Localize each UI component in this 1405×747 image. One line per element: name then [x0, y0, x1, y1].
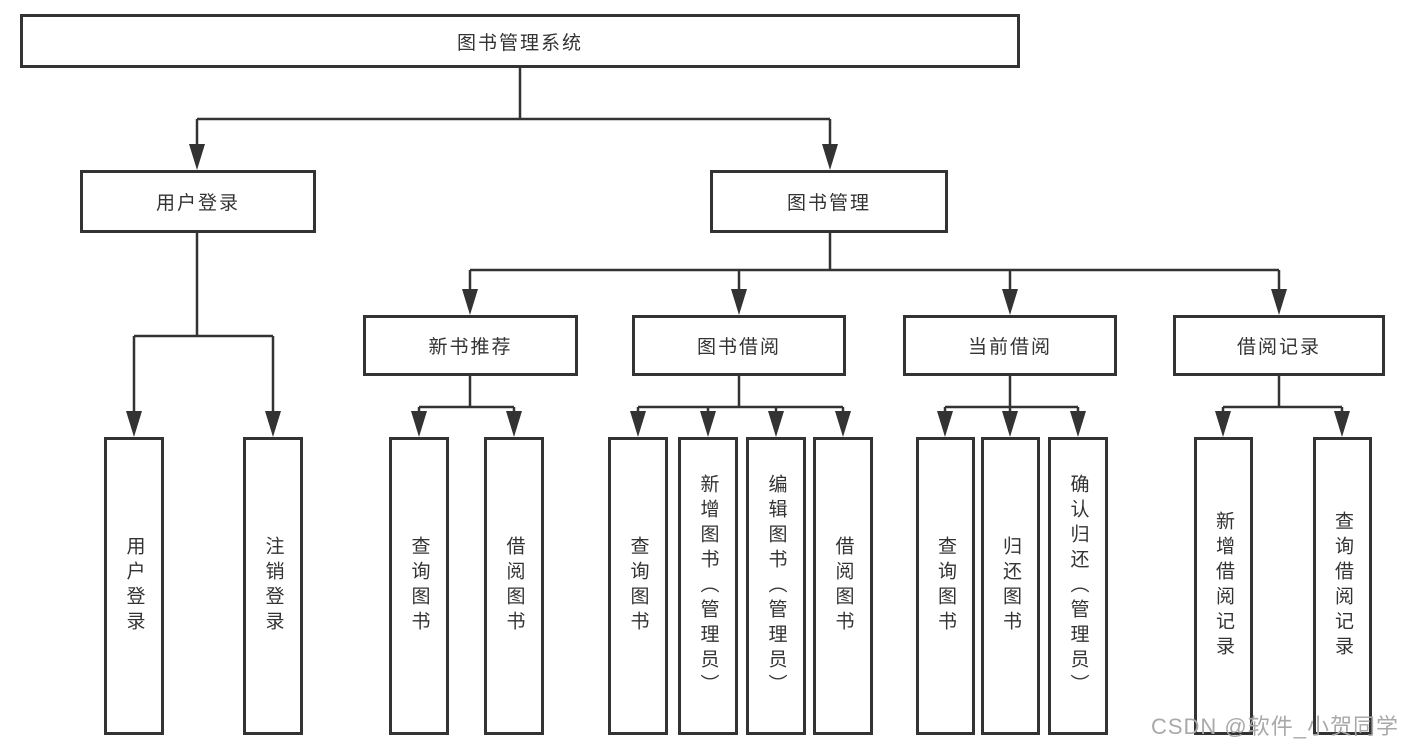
- leaf-current-query-books: 查询图书: [916, 437, 975, 735]
- leaf-add-books-admin: 新增图书（管理员）: [678, 437, 738, 735]
- leaf-return-books: 归还图书: [981, 437, 1040, 735]
- node-new-book-recommend: 新书推荐: [363, 315, 578, 376]
- node-book-borrow: 图书借阅: [632, 315, 846, 376]
- leaf-confirm-return-admin: 确认归还（管理员）: [1048, 437, 1108, 735]
- node-user-login: 用户登录: [80, 170, 316, 233]
- leaf-edit-books-admin: 编辑图书（管理员）: [746, 437, 806, 735]
- node-root-system: 图书管理系统: [20, 14, 1020, 68]
- node-current-borrow: 当前借阅: [903, 315, 1117, 376]
- leaf-borrow-books: 借阅图书: [813, 437, 873, 735]
- leaf-logout: 注销登录: [243, 437, 303, 735]
- leaf-query-borrow-record: 查询借阅记录: [1313, 437, 1372, 735]
- leaf-recommend-borrow-books: 借阅图书: [484, 437, 544, 735]
- node-book-management: 图书管理: [710, 170, 948, 233]
- leaf-add-borrow-record: 新增借阅记录: [1194, 437, 1253, 735]
- leaf-user-login: 用户登录: [104, 437, 164, 735]
- node-borrow-records: 借阅记录: [1173, 315, 1385, 376]
- leaf-borrow-query-books: 查询图书: [608, 437, 668, 735]
- leaf-recommend-query-books: 查询图书: [389, 437, 449, 735]
